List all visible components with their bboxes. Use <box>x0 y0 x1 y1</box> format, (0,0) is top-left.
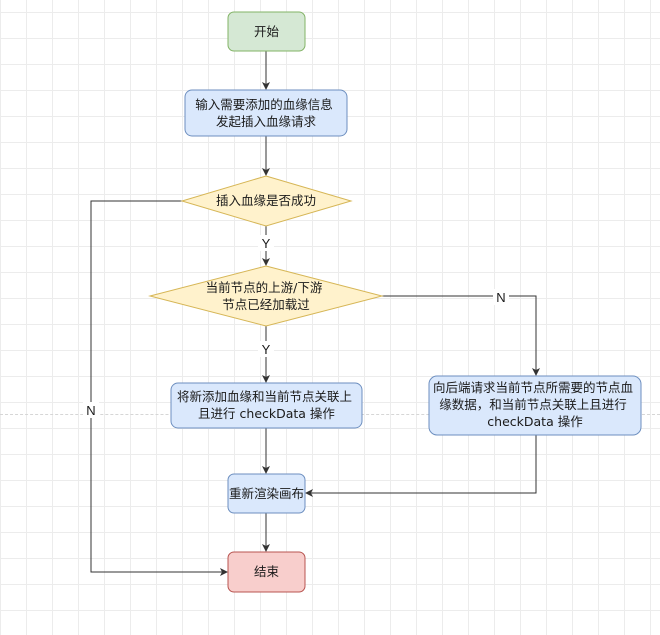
edge-label-loaded-yes: Y <box>262 342 271 357</box>
node-start[interactable]: 开始 <box>227 11 306 52</box>
svg-text:重新渲染画布: 重新渲染画布 <box>229 486 304 501</box>
node-fetch-backend-line-2: 缘数据，和当前节点关联上且进行 <box>439 397 627 412</box>
node-link-new-lineage[interactable]: 将新添加血缘和当前节点关联上 且进行 checkData 操作 <box>170 382 363 429</box>
node-end-label: 结束 <box>254 564 280 579</box>
node-input-line-1: 输入需要添加的血缘信息 <box>195 97 333 112</box>
svg-text:当前节点的上游/下游 节点已经加载过: 当前节点的上游/下游 节点已经加载过 <box>206 280 327 312</box>
node-decision-insert-success[interactable]: 插入血缘是否成功 <box>180 175 353 227</box>
node-input-request[interactable]: 输入需要添加的血缘信息 发起插入血缘请求 <box>184 89 348 137</box>
node-rerender-canvas[interactable]: 重新渲染画布 <box>227 473 306 514</box>
node-decision-loaded-line-2: 节点已经加载过 <box>222 297 310 312</box>
node-end[interactable]: 结束 <box>227 551 306 593</box>
svg-text:开始: 开始 <box>254 24 280 39</box>
node-fetch-backend-line-3: checkData 操作 <box>487 414 583 429</box>
svg-text:插入血缘是否成功: 插入血缘是否成功 <box>216 193 316 208</box>
edge-decision-insert-to-end <box>90 200 228 576</box>
node-decision-insert-label: 插入血缘是否成功 <box>216 193 316 208</box>
edge-label-insert-no: N <box>86 403 95 418</box>
svg-text:向后端请求当前节点所需要的节点血 缘数据，和: 向后端请求当前节点所需要的节点血 缘数据，和当前节点关联上且进行 checkDa… <box>433 380 637 429</box>
edge-fetch-backend-to-rerender <box>305 435 537 497</box>
node-rerender-label: 重新渲染画布 <box>229 486 304 501</box>
node-input-line-2: 发起插入血缘请求 <box>216 114 317 129</box>
edge-label-loaded-no: N <box>496 290 505 305</box>
svg-text:结束: 结束 <box>254 564 280 579</box>
node-fetch-backend-lineage[interactable]: 向后端请求当前节点所需要的节点血 缘数据，和当前节点关联上且进行 checkDa… <box>428 375 642 436</box>
node-decision-neighbors-loaded[interactable]: 当前节点的上游/下游 节点已经加载过 <box>148 265 384 327</box>
node-link-new-line-2: 且进行 checkData 操作 <box>198 406 335 421</box>
node-link-new-line-1: 将新添加血缘和当前节点关联上 <box>177 389 352 404</box>
node-start-label: 开始 <box>254 24 280 39</box>
edges <box>90 51 540 576</box>
svg-text:输入需要添加的血缘信息 发起插入血缘请求: 输入需要添加的血缘信息 发起插入血缘请求 <box>195 97 337 129</box>
edge-label-insert-yes: Y <box>262 236 271 251</box>
edge-labels: Y N Y N <box>83 235 509 418</box>
svg-text:将新添加血缘和当前节点关联上 且进行 che: 将新添加血缘和当前节点关联上 且进行 checkData 操作 <box>177 389 356 421</box>
edge-decision-loaded-to-fetch-backend <box>382 295 540 376</box>
node-fetch-backend-line-1: 向后端请求当前节点所需要的节点血 <box>433 380 633 395</box>
node-decision-loaded-line-1: 当前节点的上游/下游 <box>206 280 323 295</box>
